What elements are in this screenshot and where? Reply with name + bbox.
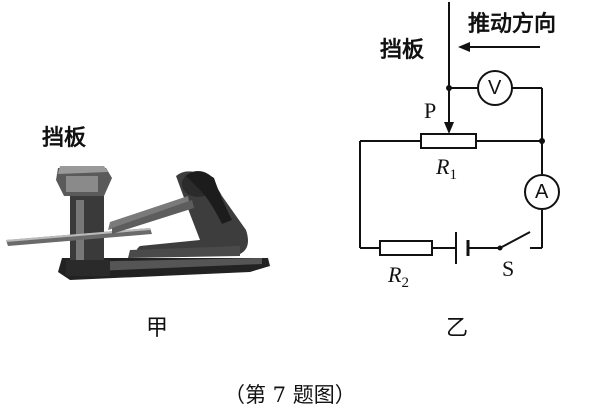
right-baffle-label: 挡板 [380,38,425,63]
switch-s [499,231,531,249]
r1-label: R1 [436,154,457,183]
r2-label: R2 [388,262,409,291]
ammeter [524,174,560,210]
slider-p-label: P [424,98,437,123]
slider-arrow-head [444,122,454,134]
push-direction-label: 推动方向 [468,12,557,37]
push-arrow-head [458,42,470,52]
junction-node [446,85,452,91]
left-figure-caption: 甲 [146,316,169,341]
resistor-r1 [420,133,477,149]
person [136,171,248,256]
junction-node [539,138,545,144]
device-column [70,195,104,265]
resistor-r2 [379,240,433,256]
right-figure-caption: 乙 [446,316,469,341]
voltmeter-symbol: V [488,77,502,99]
ammeter-symbol: A [535,181,549,203]
figure-caption: （第 7 题图） [224,383,356,407]
sit-and-reach-photo [6,166,270,280]
left-baffle-label: 挡板 [42,126,87,151]
switch-label: S [502,256,515,281]
voltmeter [477,70,513,106]
switch-pivot [497,245,503,251]
